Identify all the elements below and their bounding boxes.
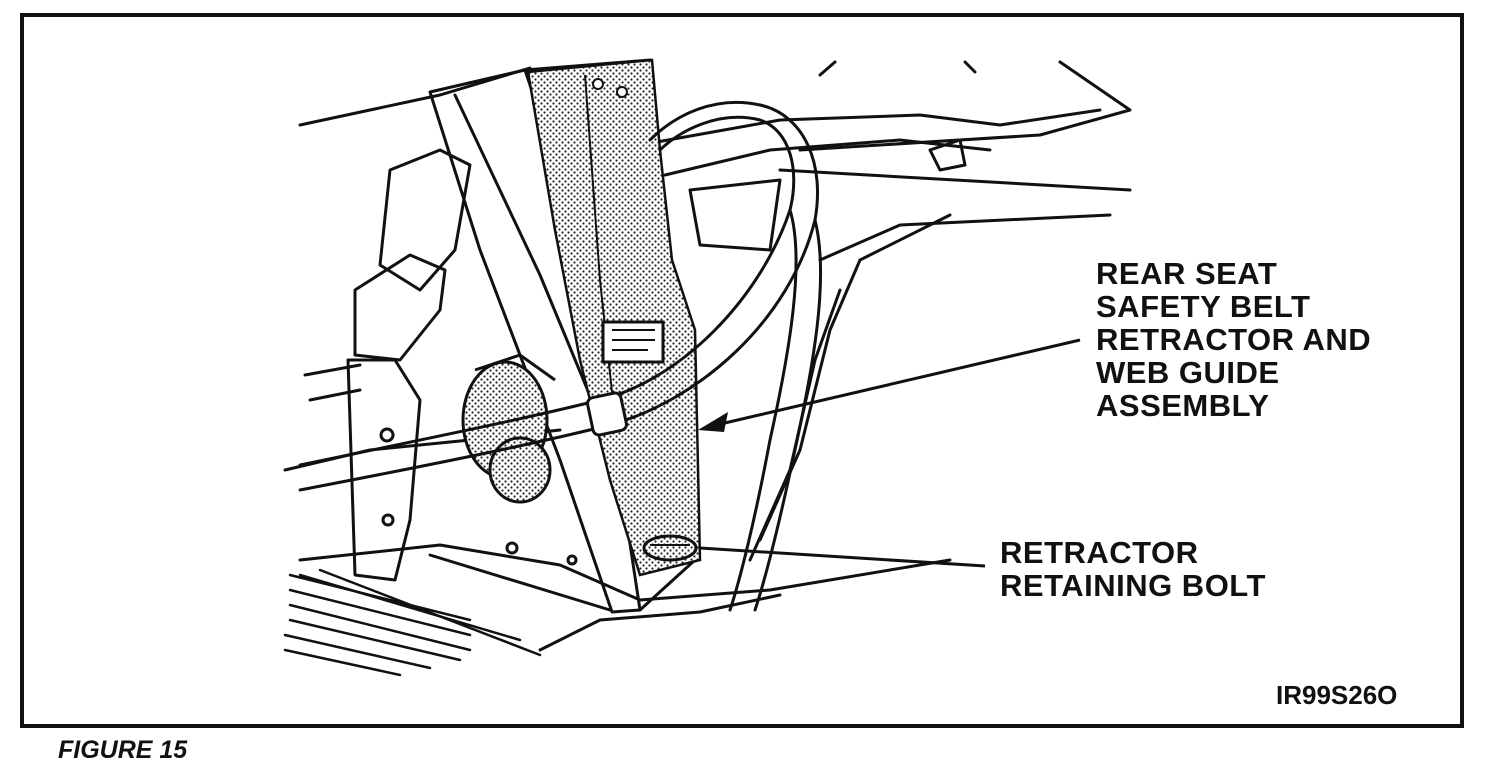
retaining-bolt — [642, 534, 698, 562]
callout-line: ASSEMBLY — [1096, 388, 1270, 423]
figure-frame — [20, 13, 1464, 728]
quarter-panel — [638, 108, 1102, 147]
retractor-spool — [461, 353, 556, 504]
web-guide-tube — [298, 100, 823, 612]
callout-line: SAFETY BELT — [1096, 289, 1311, 324]
callout-line: RETAINING BOLT — [1000, 568, 1266, 603]
callout-retaining-bolt: RETRACTOR RETAINING BOLT — [1000, 536, 1266, 602]
seat-slats — [283, 568, 542, 677]
belt-webbing — [526, 58, 702, 577]
leader-lines — [698, 338, 1081, 568]
callout-retractor-assembly: REAR SEAT SAFETY BELT RETRACTOR AND WEB … — [1096, 257, 1371, 422]
roof-line — [798, 60, 1132, 152]
callout-line: WEB GUIDE — [1096, 355, 1280, 390]
callout-line: RETRACTOR — [1000, 535, 1199, 570]
figure-caption: FIGURE 15 — [58, 736, 188, 764]
latch-block — [601, 320, 665, 364]
callout-line: REAR SEAT — [1096, 256, 1278, 291]
callout-line: RETRACTOR AND — [1096, 322, 1372, 357]
pillar-trim — [378, 148, 472, 292]
illustration-id: IR99S26O — [1276, 680, 1398, 710]
